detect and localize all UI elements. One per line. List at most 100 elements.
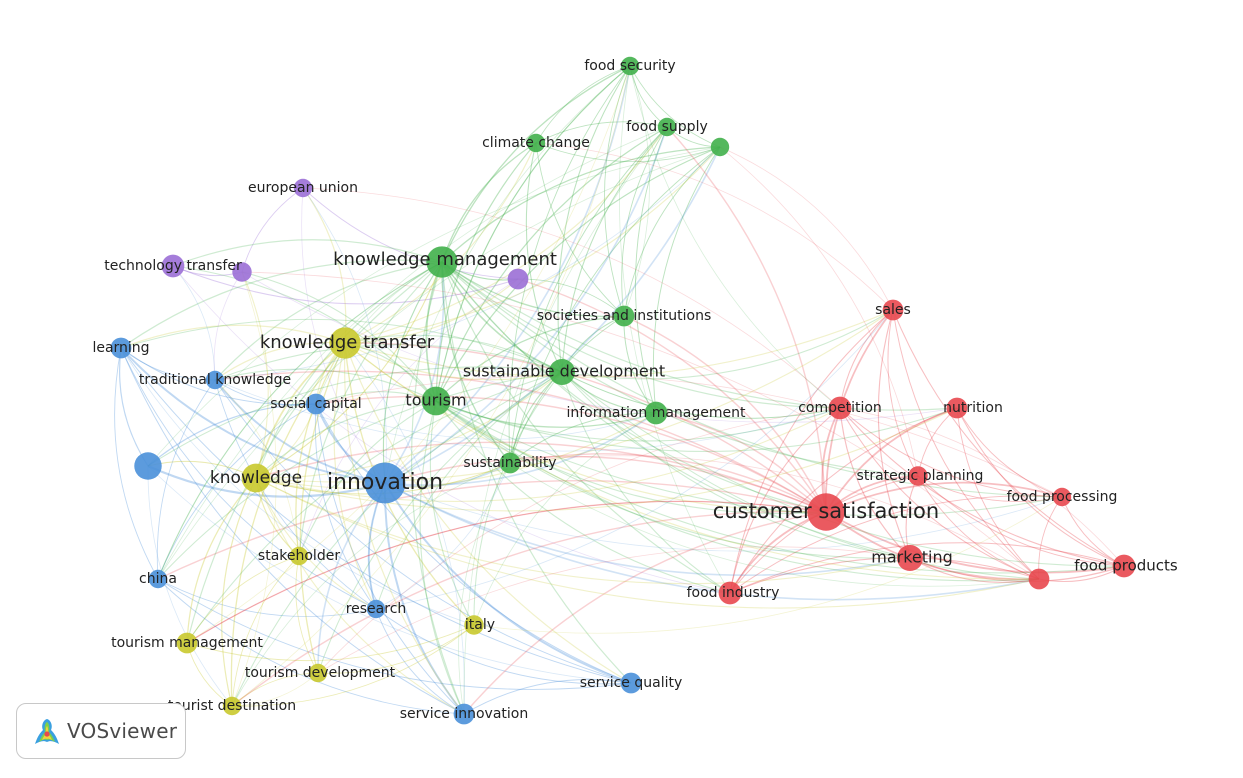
link-knowledge-marketing [255, 477, 911, 585]
node-knowledge-transfer[interactable] [329, 327, 361, 359]
node-knowledge[interactable] [241, 463, 271, 493]
link-innovation-knowledge_management [384, 261, 445, 484]
node-red-unlabeled[interactable] [1028, 568, 1050, 590]
link-tourist_destination-food_security [231, 65, 631, 707]
node-technology-transfer[interactable] [161, 254, 185, 278]
node-sustainability[interactable] [499, 452, 521, 474]
link-marketing-tourism_development [317, 546, 911, 674]
link-research-sales [375, 309, 894, 610]
node-purple-b[interactable] [507, 268, 529, 290]
link-nutrition-food_industry [729, 407, 958, 594]
vosviewer-logo-text: VOSviewer [67, 719, 178, 743]
node-food-industry[interactable] [718, 581, 742, 605]
link-european_union-purple_a [241, 187, 304, 273]
link-sustainable_development-tourism_management [186, 371, 563, 644]
node-customer-satisfaction[interactable] [807, 493, 845, 531]
node-tourism[interactable] [421, 386, 451, 416]
node-tourism-management[interactable] [176, 632, 198, 654]
node-traditional-knowledge[interactable] [205, 370, 225, 390]
link-traditional_knowledge-china [156, 379, 216, 580]
link-tourism-italy [429, 400, 475, 626]
label-traditional-knowledge: traditional knowledge [139, 372, 291, 388]
node-nutrition[interactable] [946, 397, 968, 419]
link-sustainable_development-red_unlabeled [561, 371, 1040, 580]
link-food_security-green_unlabeled [629, 65, 721, 148]
node-food-security[interactable] [620, 56, 640, 76]
node-service-quality[interactable] [620, 672, 642, 694]
link-sustainable_development-competition [561, 371, 841, 419]
link-red_unlabeled-sustainability [509, 455, 1040, 580]
node-social-capital[interactable] [305, 393, 327, 415]
label-china: china [139, 571, 177, 587]
node-stakeholder[interactable] [289, 546, 309, 566]
link-knowledge_transfer-tourism_development [299, 342, 346, 674]
link-italy-food_processing [473, 496, 1063, 634]
node-strategic-planning[interactable] [908, 466, 928, 486]
node-marketing[interactable] [896, 544, 924, 572]
link-food_security-competition [629, 65, 841, 409]
link-climate_change-green_unlabeled [535, 142, 721, 162]
node-knowledge-management[interactable] [426, 246, 458, 278]
link-food_security-innovation [384, 65, 631, 484]
node-food-products[interactable] [1112, 554, 1136, 578]
node-food-supply[interactable] [657, 117, 677, 137]
link-food_processing-food_industry [729, 495, 1063, 594]
link-innovation-marketing [384, 482, 911, 576]
link-sales-strategic_planning [887, 309, 919, 477]
link-tourism-technology_transfer [172, 265, 437, 402]
node-tourism-development[interactable] [308, 663, 328, 683]
label-social-capital: social capital [270, 396, 361, 412]
node-china[interactable] [148, 569, 168, 589]
node-competition[interactable] [828, 396, 852, 420]
link-knowledge_management-marketing [441, 261, 911, 559]
node-sustainable-development[interactable] [548, 358, 576, 386]
link-innovation-red_unlabeled [384, 482, 1040, 601]
label-climate-change: climate change [482, 135, 590, 151]
link-tourism-red_unlabeled [435, 400, 1040, 582]
node-societies-institutions[interactable] [613, 305, 635, 327]
node-innovation[interactable] [364, 462, 406, 504]
node-food-processing[interactable] [1052, 487, 1072, 507]
label-customer-satisfaction: customer satisfaction [713, 499, 939, 523]
node-research[interactable] [366, 599, 386, 619]
link-tourism-marketing [435, 400, 911, 559]
link-strategic_planning-food_processing [917, 475, 1063, 503]
link-traditional_knowledge-social_capital [214, 379, 317, 406]
link-learning-blue_unlabeled [119, 347, 149, 467]
node-italy[interactable] [464, 615, 484, 635]
node-european-union[interactable] [293, 178, 313, 198]
link-traditional_knowledge-green_unlabeled [214, 146, 721, 381]
link-sustainable_development-research [375, 371, 563, 610]
node-green-unlabeled[interactable] [710, 137, 730, 157]
link-customer_satisfaction-information_management [655, 412, 827, 513]
node-climate-change[interactable] [526, 133, 546, 153]
link-knowledge_transfer-stakeholder [295, 342, 346, 557]
label-tourism-management: tourism management [111, 635, 263, 651]
node-purple-a[interactable] [232, 262, 252, 282]
link-food_supply-societies_institutions [621, 126, 668, 317]
node-blue-unlabeled[interactable] [134, 452, 162, 480]
link-tourism-food_industry [435, 400, 731, 594]
link-tourism_development-tourist_destination [231, 672, 319, 707]
vosviewer-logo: VOSviewer [16, 703, 186, 759]
link-tourism-knowledge [255, 400, 437, 479]
link-innovation-food_processing [384, 482, 1063, 552]
link-knowledge_management-learning [120, 259, 443, 349]
node-sales[interactable] [882, 299, 904, 321]
node-learning[interactable] [110, 337, 132, 359]
link-tourism-traditional_knowledge [214, 368, 437, 402]
node-service-innovation[interactable] [453, 703, 475, 725]
label-food-industry: food industry [687, 585, 780, 601]
link-innovation-food_security [384, 65, 631, 484]
link-knowledge_management-tourism_management [186, 261, 443, 644]
link-nutrition-food_processing [956, 407, 1063, 498]
node-information-management[interactable] [644, 401, 668, 425]
link-knowledge_management-innovation [382, 261, 443, 484]
node-tourist-destination[interactable] [222, 696, 242, 716]
link-traditional_knowledge-service_quality [214, 379, 632, 684]
link-tourism_development-italy [317, 624, 475, 674]
link-food_supply-climate_change [535, 121, 668, 144]
link-tourist_destination-purple_a [231, 271, 277, 707]
link-green_unlabeled-knowledge_management [441, 146, 721, 263]
